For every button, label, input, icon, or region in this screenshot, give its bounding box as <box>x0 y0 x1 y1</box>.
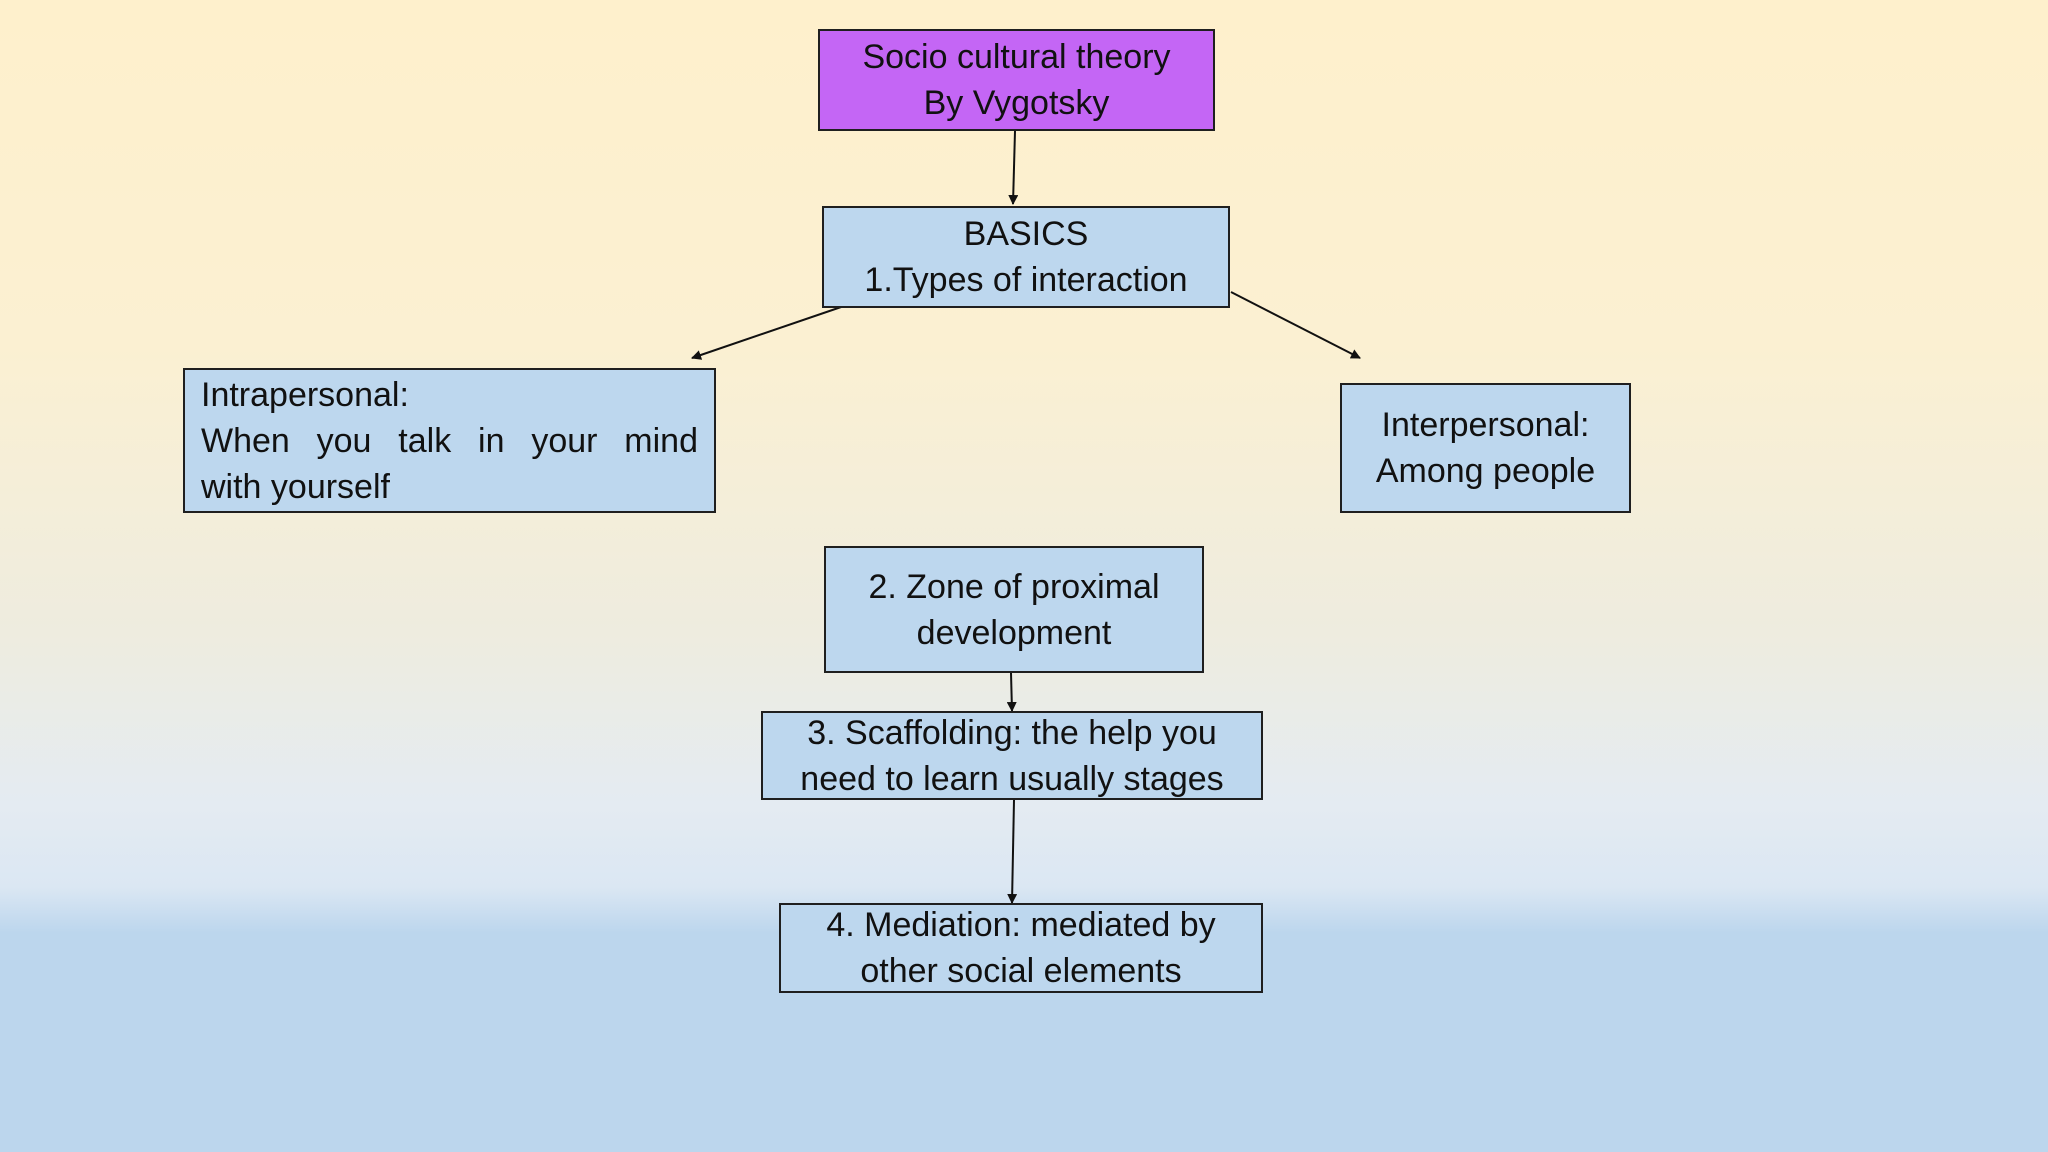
basics-line-1: BASICS <box>963 215 1089 253</box>
arrow-zpd-to-scaffolding <box>1006 672 1017 712</box>
arrow-title-to-basics <box>1008 130 1019 205</box>
node-intrapersonal: Intrapersonal: When you talk in your min… <box>183 368 716 513</box>
intrapersonal-line-1: Intrapersonal: <box>201 375 409 414</box>
basics-line-2: 1.Types of interaction <box>864 261 1188 299</box>
title-line-1: Socio cultural theory <box>862 38 1171 76</box>
scaffolding-line-2: need to learn usually stages <box>800 759 1224 798</box>
mediation-line-2: other social elements <box>860 952 1182 990</box>
zpd-line-1: 2. Zone of proximal <box>868 567 1160 606</box>
intrapersonal-line-3: with yourself <box>201 467 390 506</box>
arrow-basics-to-intrapersonal <box>691 304 848 360</box>
arrow-basics-to-interpersonal <box>1230 291 1361 359</box>
scaffolding-line-1: 3. Scaffolding: the help you <box>807 713 1217 752</box>
node-scaffolding: 3. Scaffolding: the help you need to lea… <box>761 711 1263 800</box>
intrapersonal-line-2: When you talk in your mind <box>201 421 698 460</box>
interpersonal-line-2: Among people <box>1375 452 1596 490</box>
arrow-scaffolding-to-mediation <box>1007 799 1018 904</box>
zpd-line-2: development <box>916 613 1112 652</box>
node-zone-of-proximal-development: 2. Zone of proximal development <box>824 546 1204 673</box>
mediation-line-1: 4. Mediation: mediated by <box>826 906 1216 944</box>
interpersonal-line-1: Interpersonal: <box>1381 406 1590 444</box>
node-basics: BASICS 1.Types of interaction <box>822 206 1230 308</box>
title-line-2: By Vygotsky <box>923 84 1110 122</box>
node-mediation: 4. Mediation: mediated by other social e… <box>779 903 1263 993</box>
node-interpersonal: Interpersonal: Among people <box>1340 383 1631 513</box>
node-title: Socio cultural theory By Vygotsky <box>818 29 1215 131</box>
